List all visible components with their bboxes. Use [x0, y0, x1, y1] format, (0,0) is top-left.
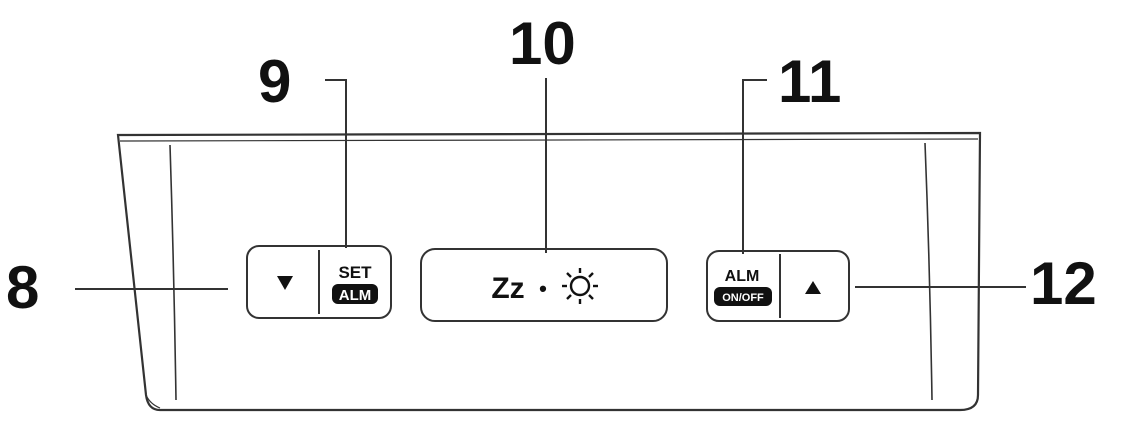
snooze-light-button[interactable]: Zz •	[420, 248, 668, 322]
on-off-label: ON/OFF	[722, 292, 764, 304]
set-alm-button[interactable]: SET ALM	[321, 248, 389, 316]
callout-8: 8	[6, 254, 40, 321]
callout-9: 9	[258, 48, 292, 115]
alm-label: ALM	[339, 287, 372, 304]
light-icon	[562, 268, 598, 304]
callout-11: 11	[778, 48, 842, 115]
snooze-label: Zz	[491, 272, 524, 305]
device-body	[116, 131, 982, 412]
leader-lines	[75, 78, 1026, 290]
alm-onoff-top-label: ALM	[725, 268, 760, 285]
set-label: SET	[338, 263, 372, 282]
callout-10: 10	[509, 10, 576, 77]
up-triangle-icon	[805, 281, 821, 294]
on-off-badge	[714, 287, 772, 306]
leader-line-9	[325, 79, 347, 248]
up-button[interactable]	[782, 253, 847, 319]
down-triangle-icon	[277, 276, 293, 290]
down-button[interactable]	[249, 248, 317, 316]
alm-on-off-button[interactable]: ALM ON/OFF	[709, 253, 778, 319]
separator-dot: •	[539, 276, 547, 301]
leader-line-11	[742, 79, 767, 254]
callout-12: 12	[1030, 250, 1097, 317]
alm-badge	[332, 284, 378, 304]
